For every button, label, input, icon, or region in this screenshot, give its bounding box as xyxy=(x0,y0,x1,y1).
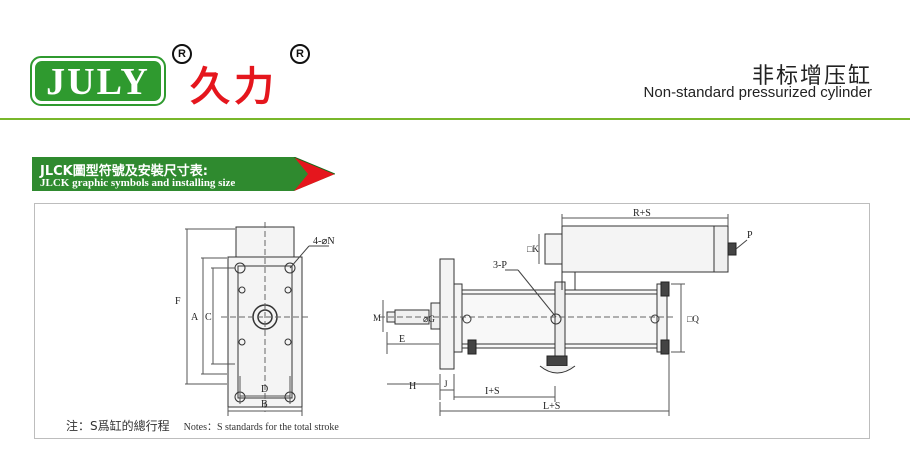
label-c: C xyxy=(205,312,212,323)
label-ls: L+S xyxy=(543,401,560,412)
front-view xyxy=(185,222,329,416)
label-port: 3-P xyxy=(493,260,507,271)
label-p: P xyxy=(747,230,753,241)
section-title-cn: JLCK圖型符號及安裝尺寸表: xyxy=(40,164,208,179)
label-e: E xyxy=(399,334,405,345)
section-title-en: JLCK graphic symbols and installing size xyxy=(40,177,236,189)
july-logo: JULY xyxy=(30,56,166,106)
label-rs: R+S xyxy=(633,208,651,219)
registered-mark-2: R xyxy=(290,44,310,64)
label-a: A xyxy=(191,312,199,323)
label-holes: 4-⌀N xyxy=(313,236,335,247)
drawing-frame: 4-⌀N F A C D B M ⌀G E H J I+S L+S R+S P … xyxy=(34,203,870,439)
note-cn: 注：S爲缸的總行程 xyxy=(66,419,170,433)
label-phig: ⌀G xyxy=(423,314,435,324)
label-j: J xyxy=(444,379,448,389)
label-q: □Q xyxy=(687,314,699,324)
side-view xyxy=(379,214,748,416)
label-b: B xyxy=(261,399,268,410)
header: JULY R 久力 R 非标增压缸 Non-standard pressuriz… xyxy=(0,0,910,118)
registered-mark: R xyxy=(172,44,192,64)
header-divider xyxy=(0,118,910,120)
label-f: F xyxy=(175,296,181,307)
label-h: H xyxy=(409,381,416,392)
note-en: Notes：S standards for the total stroke xyxy=(183,422,339,433)
label-k: □K xyxy=(527,244,539,254)
label-m: M xyxy=(373,313,381,323)
product-title-cn: 非标增压缸 xyxy=(751,64,872,89)
dimension-drawing: 4-⌀N F A C D B M ⌀G E H J I+S L+S R+S P … xyxy=(175,208,753,416)
brand-name-cn: 久力 xyxy=(190,64,278,110)
logo-text: JULY xyxy=(46,61,150,103)
label-d: D xyxy=(261,384,268,395)
section-banner xyxy=(32,156,336,191)
product-title-en: Non-standard pressurized cylinder xyxy=(643,84,872,101)
label-is: I+S xyxy=(485,386,500,397)
stroke-note: 注：S爲缸的總行程 Notes：S standards for the total… xyxy=(66,417,339,434)
